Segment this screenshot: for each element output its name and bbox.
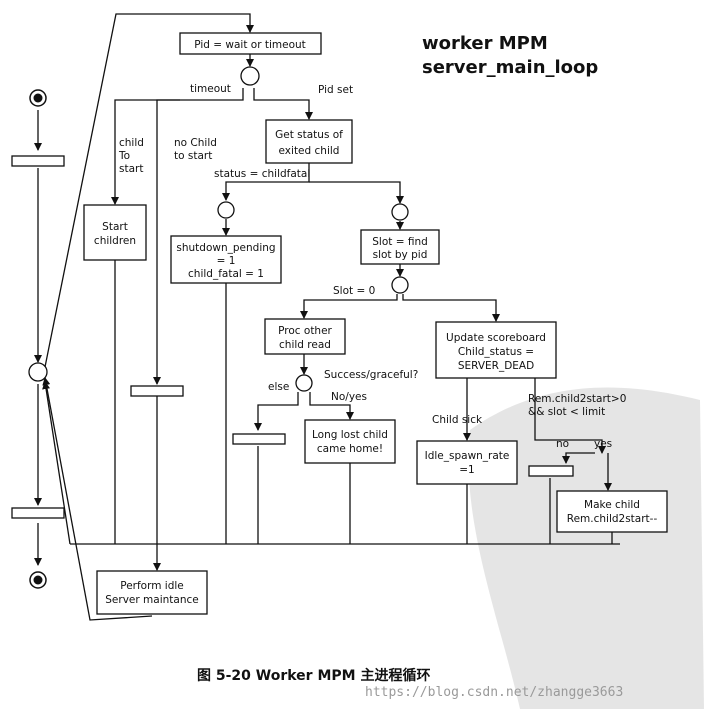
box-start-children <box>83 204 147 261</box>
box-start-children-line2: children <box>94 235 136 247</box>
box-proc-other <box>264 318 346 355</box>
diagram-title-line2: server_main_loop <box>422 57 598 78</box>
box-long-lost <box>304 419 396 464</box>
box-idle-spawn-line1: Idle_spawn_rate <box>425 450 510 462</box>
box-idle-spawn <box>416 440 518 485</box>
box-shutdown <box>170 235 282 284</box>
edges <box>34 13 620 621</box>
label-else: else <box>268 381 289 393</box>
box-update-scoreboard <box>435 321 557 379</box>
start-node <box>29 89 47 107</box>
label-no-child-1: no Child <box>174 137 217 149</box>
label-success: Success/graceful? <box>324 369 418 381</box>
box-update-scoreboard-line2: Child_status = <box>458 346 534 358</box>
label-child-to-start-1: child <box>119 137 144 149</box>
box-proc-other-line2: child read <box>279 339 331 351</box>
decision-circle-pid <box>240 66 260 86</box>
label-yes: yes <box>594 438 612 450</box>
box-perform-idle <box>96 570 208 615</box>
label-child-sick: Child sick <box>432 414 483 426</box>
label-timeout: timeout <box>190 83 231 95</box>
box-slot-find-line1: Slot = find <box>372 236 428 248</box>
diagram-title-line1: worker MPM <box>422 33 548 54</box>
box-slot-find-line2: slot by pid <box>373 249 428 261</box>
box-start-children-line1: Start <box>102 221 128 233</box>
box-update-scoreboard-line1: Update scoreboard <box>446 332 546 344</box>
watermark-url: https://blog.csdn.net/zhangge3663 <box>365 685 623 700</box>
figure-caption: 图 5-20 Worker MPM 主进程循环 <box>197 667 430 684</box>
decision-circle-slot <box>391 276 409 294</box>
box-idle-spawn-line2: =1 <box>459 464 474 476</box>
decision-circle-slot-find <box>391 203 409 221</box>
box-long-lost-line2: came home! <box>317 443 383 455</box>
box-shutdown-line3: child_fatal = 1 <box>188 268 264 280</box>
box-slot-find <box>360 229 440 265</box>
label-child-to-start-2: To <box>118 150 130 162</box>
label-pid-set: Pid set <box>318 84 353 96</box>
box-get-status-line1: Get status of <box>275 129 343 141</box>
sync-bar-no-child <box>130 385 184 397</box>
box-proc-other-line1: Proc other <box>278 325 332 337</box>
box-pid-wait <box>179 32 322 55</box>
label-no-child-2: to start <box>174 150 212 162</box>
box-update-scoreboard-line3: SERVER_DEAD <box>458 360 534 372</box>
box-make-child-line1: Make child <box>584 499 640 511</box>
box-long-lost-line1: Long lost child <box>312 429 388 441</box>
label-rem-cond-1: Rem.child2start>0 <box>528 393 626 405</box>
box-pid-wait-text: Pid = wait or timeout <box>194 39 306 51</box>
merge-circle-left <box>28 362 48 382</box>
decision-circle-success <box>295 374 313 392</box>
label-no-yes: No/yes <box>331 391 367 403</box>
sync-bar-else <box>232 433 286 445</box>
background-stamp <box>468 387 704 709</box>
box-perform-idle-line2: Server maintance <box>105 594 198 606</box>
label-status-fatal: status = childfatal <box>214 168 310 180</box>
end-node <box>29 571 47 589</box>
label-child-to-start-3: start <box>119 163 143 175</box>
box-get-status <box>265 119 353 164</box>
label-rem-cond-2: && slot < limit <box>528 406 605 418</box>
label-slot-zero: Slot = 0 <box>333 285 375 297</box>
box-shutdown-line1: shutdown_pending <box>176 242 275 254</box>
box-perform-idle-line1: Perform idle <box>120 580 184 592</box>
decision-circle-fatal <box>217 201 235 219</box>
box-make-child-line2: Rem.child2start-- <box>567 513 658 525</box>
sync-bar-top-left <box>11 155 65 167</box>
sync-bar-no <box>528 465 574 477</box>
label-no: no <box>556 438 569 450</box>
box-shutdown-line2: = 1 <box>217 255 236 267</box>
box-get-status-line2: exited child <box>279 145 340 157</box>
sync-bar-bottom-left <box>11 507 65 519</box>
box-make-child <box>556 490 668 533</box>
